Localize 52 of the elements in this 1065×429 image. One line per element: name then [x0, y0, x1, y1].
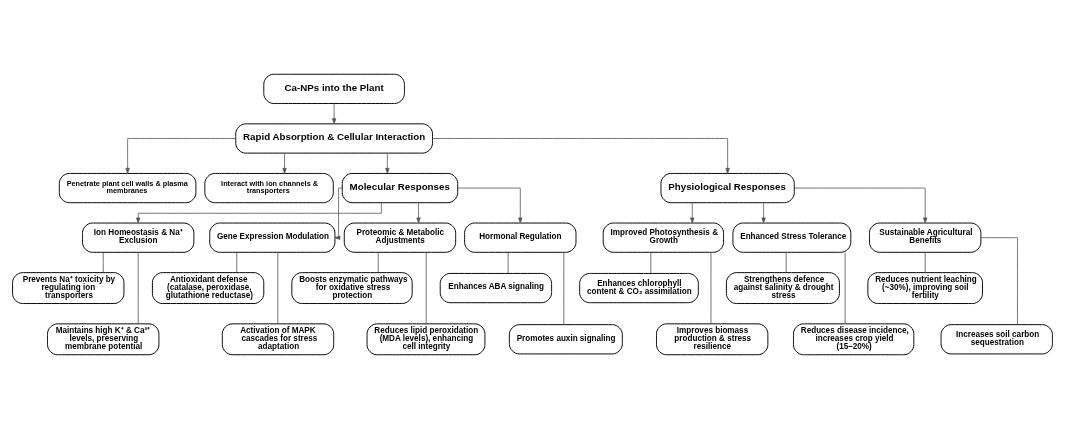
node-box: Reduces lipid peroxidation (MDA levels), enhancing cell integrity — [366, 323, 486, 356]
node-box: Penetrate plant cell walls & plasma membranes — [58, 172, 197, 204]
connector — [507, 252, 509, 274]
node-box: Improves biomass production & stress resilience — [656, 323, 769, 356]
node-box: Hormonal Regulation — [464, 222, 577, 253]
arrow — [385, 152, 390, 174]
connector — [102, 252, 104, 273]
connector — [844, 252, 846, 325]
node-box: Strengthens defence against salinity & drought stress — [725, 272, 840, 304]
node-box: Sustainable Agricultural Benefits — [869, 222, 982, 253]
connector — [650, 252, 652, 274]
arrow — [457, 187, 523, 224]
node-box: Ca-NPs into the Plant — [263, 73, 405, 104]
node-box: Maintains high K⁺ & Ca²⁺ levels, preserving membrane potential — [47, 323, 160, 356]
connector — [924, 252, 926, 273]
node-box: Enhanced Stress Tolerance — [732, 222, 852, 253]
arrow — [282, 152, 287, 174]
node-box: Activation of MAPK cascades for stress adaptation — [221, 323, 335, 356]
node-box: Improved Photosynthesis & Growth — [602, 222, 725, 253]
node-box: Interact with ion channels & transporters — [204, 172, 334, 204]
node-box: Enhances ABA signaling — [439, 272, 553, 304]
arrow — [332, 103, 337, 124]
connector — [425, 252, 427, 325]
connector — [377, 252, 379, 273]
connector — [137, 252, 139, 325]
node-box: Molecular Responses — [341, 172, 459, 204]
connector — [710, 252, 712, 325]
node-box: Boosts enzymatic pathways for oxidative stress protection — [291, 272, 413, 304]
node-box: Enhances chlorophyll content & CO₂ assimilation — [579, 272, 699, 304]
node-box: Rapid Absorption & Cellular Interaction — [235, 123, 433, 154]
arrow — [416, 202, 421, 224]
connector — [563, 252, 565, 325]
node-box: Physiological Responses — [660, 172, 795, 204]
node-box: Antioxidant defense (catalase, peroxidase, glutathione reductase) — [151, 272, 265, 304]
connector — [785, 252, 787, 273]
node-box: Prevents Na⁺ toxicity by regulating ion transporters — [12, 272, 125, 304]
connector — [277, 252, 279, 325]
arrow — [794, 187, 928, 224]
node-box: Increases soil carbon sequestration — [940, 324, 1053, 355]
node-box: Reduces disease incidence, increases crop yield (15–20%) — [793, 323, 915, 356]
arrow — [432, 138, 730, 174]
node-box: Ion Homeostasis & Na⁺ Exclusion — [82, 222, 195, 253]
node-box: Proteomic & Metabolic Adjustments — [343, 222, 457, 253]
node-box: Reduces nutrient leaching (~30%), improving soil fertility — [867, 272, 983, 304]
connector — [980, 237, 1018, 325]
arrow — [125, 138, 237, 174]
arrow — [334, 187, 343, 240]
arrow — [690, 202, 695, 224]
arrow — [761, 202, 766, 224]
node-box: Promotes auxin signaling — [508, 324, 623, 355]
connector — [236, 252, 238, 273]
node-box: Gene Expression Modulation — [209, 222, 336, 253]
